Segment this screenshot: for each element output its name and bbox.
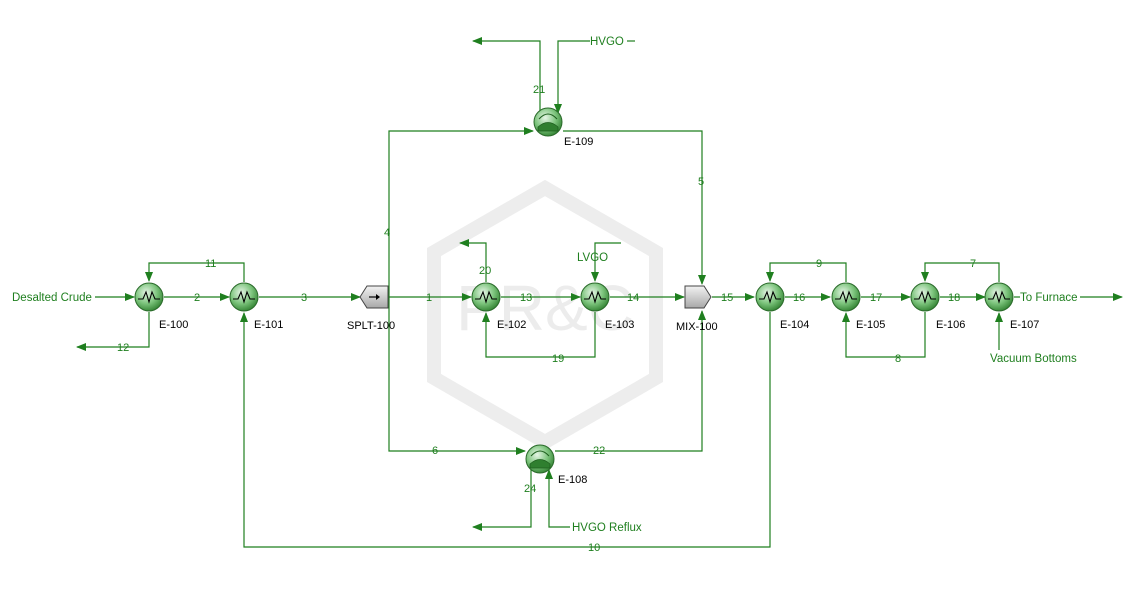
stream-line-20[interactable] (459, 239, 487, 282)
e-109-cooler[interactable] (533, 107, 563, 137)
stream-label-18: 18 (948, 292, 960, 304)
stream-line-9[interactable] (766, 262, 847, 282)
stream-line-11[interactable] (145, 262, 245, 282)
stream-line-hvgo-reflux[interactable] (545, 469, 570, 528)
stream-label-2: 2 (194, 292, 200, 304)
label-e-100: E-100 (159, 319, 188, 331)
label-e-108: E-108 (558, 474, 587, 486)
stream-labels: 1 2 3 4 5 6 7 8 9 10 11 12 13 14 15 16 1… (117, 84, 976, 554)
e-107-exchanger[interactable] (984, 282, 1014, 312)
stream-label-19: 19 (552, 353, 564, 365)
splt-100-splitter[interactable] (359, 285, 389, 309)
feed-label-hvgo-reflux: HVGO Reflux (572, 522, 642, 534)
label-e-109: E-109 (564, 136, 593, 148)
stream-line-8[interactable] (842, 312, 926, 358)
label-e-103: E-103 (605, 319, 634, 331)
stream-line-6[interactable] (388, 297, 526, 455)
stream-label-8: 8 (895, 353, 901, 365)
e-106-exchanger[interactable] (910, 282, 940, 312)
label-e-104: E-104 (780, 319, 809, 331)
label-e-105: E-105 (856, 319, 885, 331)
e-102-exchanger[interactable] (471, 282, 501, 312)
stream-label-5: 5 (698, 176, 704, 188)
label-e-101: E-101 (254, 319, 283, 331)
watermark-hexagon (427, 179, 663, 451)
stream-label-14: 14 (627, 292, 639, 304)
e-101-exchanger[interactable] (229, 282, 259, 312)
stream-line-5[interactable] (563, 130, 706, 285)
feed-label-to-furnace: To Furnace (1020, 292, 1078, 304)
stream-label-24: 24 (524, 483, 536, 495)
stream-line-12[interactable] (76, 312, 150, 351)
stream-label-7: 7 (970, 258, 976, 270)
e-103-exchanger[interactable] (580, 282, 610, 312)
feed-labels: Desalted Crude To Furnace Vacuum Bottoms… (12, 36, 1078, 534)
stream-label-4: 4 (384, 227, 390, 239)
e-100-exchanger[interactable] (134, 282, 164, 312)
stream-line-10[interactable] (240, 312, 771, 548)
stream-label-3: 3 (301, 292, 307, 304)
feed-label-desalted-crude: Desalted Crude (12, 292, 92, 304)
stream-label-11: 11 (205, 258, 216, 270)
stream-label-17: 17 (870, 292, 882, 304)
stream-label-1: 1 (426, 292, 432, 304)
stream-line-7[interactable] (921, 262, 1000, 282)
label-e-102: E-102 (497, 319, 526, 331)
stream-label-16: 16 (793, 292, 805, 304)
stream-line-4[interactable] (388, 127, 534, 297)
stream-label-10: 10 (588, 542, 600, 554)
label-e-106: E-106 (936, 319, 965, 331)
stream-line-19[interactable] (482, 312, 596, 358)
stream-label-20: 20 (479, 265, 491, 277)
stream-lines (76, 37, 1123, 548)
feed-label-lvgo: LVGO (577, 252, 608, 264)
mix-100-mixer[interactable] (684, 285, 712, 309)
stream-label-15: 15 (721, 292, 733, 304)
stream-label-22: 22 (593, 445, 605, 457)
stream-line-hvgo[interactable] (554, 40, 590, 114)
label-e-107: E-107 (1010, 319, 1039, 331)
stream-label-12: 12 (117, 342, 129, 354)
stream-label-21: 21 (533, 84, 545, 96)
stream-line-lvgo[interactable] (591, 242, 621, 282)
e-108-heater[interactable] (525, 444, 555, 474)
stream-line-21[interactable] (472, 37, 541, 116)
label-splt-100: SPLT-100 (347, 320, 395, 332)
stream-label-6: 6 (432, 445, 438, 457)
watermark: PR&C (427, 179, 663, 451)
feed-label-hvgo: HVGO (590, 36, 624, 48)
label-mix-100: MIX-100 (676, 321, 718, 333)
stream-line-22[interactable] (555, 310, 706, 452)
stream-line-24[interactable] (472, 468, 532, 531)
stream-label-13: 13 (520, 292, 532, 304)
e-104-exchanger[interactable] (755, 282, 785, 312)
stream-label-9: 9 (816, 258, 822, 270)
e-105-exchanger[interactable] (831, 282, 861, 312)
equipment-labels: E-100 E-101 SPLT-100 E-102 E-103 MIX-100… (159, 136, 1039, 486)
feed-label-vacuum-bottoms: Vacuum Bottoms (990, 353, 1077, 365)
